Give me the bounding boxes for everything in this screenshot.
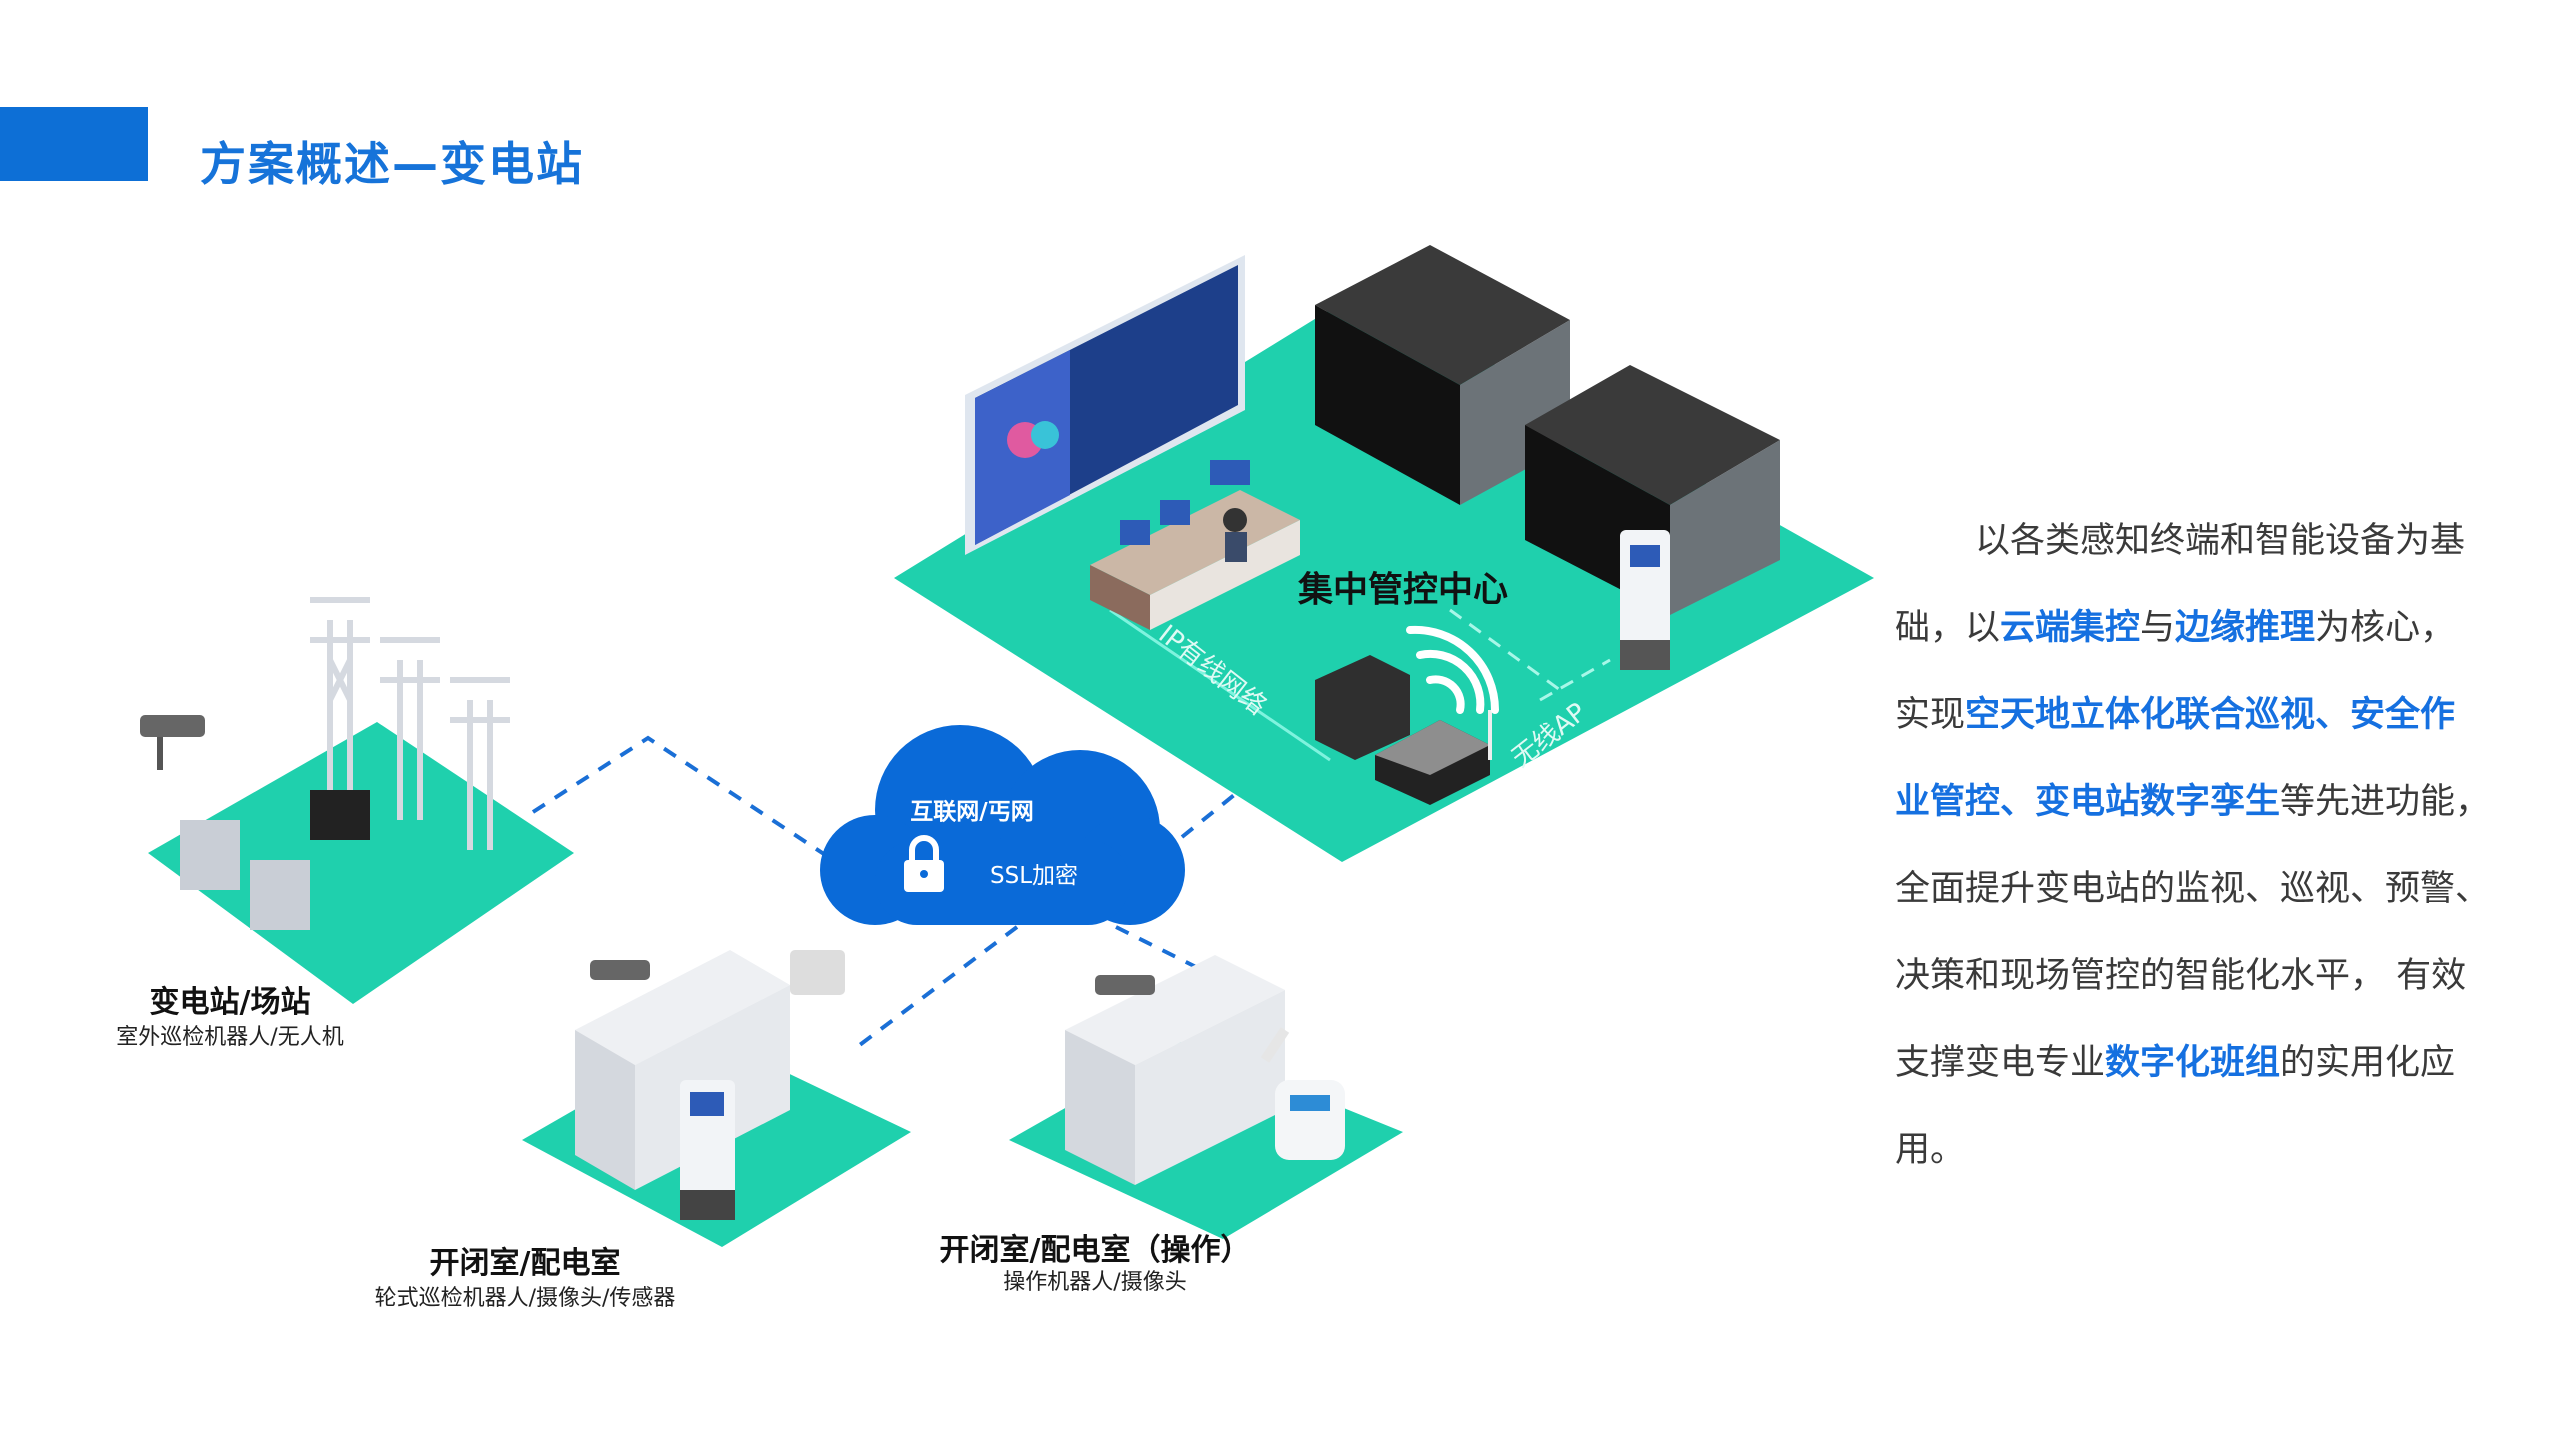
text-segment: 决策和现场管控的智能化水平， 有效: [1895, 956, 2467, 996]
highlight-text: 云端集控: [2000, 608, 2141, 648]
text-segment: 等先进功能，: [2280, 782, 2491, 822]
switch-room-op-sublabel: 操作机器人/摄像头: [1003, 1270, 1187, 1295]
text-segment: 的实用化应: [2280, 1043, 2456, 1083]
switch-room-sublabel: 轮式巡检机器人/摄像头/传感器: [374, 1286, 676, 1311]
lock-icon: [904, 835, 944, 892]
ssl-label: SSL加密: [989, 863, 1079, 889]
description-line: 决策和现场管控的智能化水平， 有效: [1895, 945, 2535, 1032]
highlight-text: 空天地立体化联合巡视、安全作: [1965, 695, 2456, 735]
description-line: 以各类感知终端和智能设备为基: [1895, 510, 2535, 597]
text-segment: 实现: [1895, 695, 1966, 735]
substation-sublabel: 室外巡检机器人/无人机: [116, 1025, 344, 1050]
text-segment: 用。: [1895, 1130, 1966, 1170]
operation-robot-icon: [1260, 1027, 1345, 1160]
link-substation-cloud: [531, 735, 832, 860]
switch-room-op-label: 开闭室/配电室（操作）: [939, 1233, 1251, 1268]
camera-icon: [140, 715, 205, 770]
description-paragraph: 以各类感知终端和智能设备为基 础，以云端集控与边缘推理为核心， 实现空天地立体化…: [1895, 510, 2535, 1206]
cloud-label: 互联网/丐网: [910, 799, 1034, 825]
switchgear-cabinet-icon: [1065, 955, 1285, 1185]
text-segment: 为核心，: [2315, 608, 2456, 648]
inspection-robot-icon: [1620, 530, 1670, 670]
text-segment: 全面提升变电站的监视、巡视、预警、: [1895, 869, 2491, 909]
transformer-icon: [180, 790, 370, 930]
text-segment: 与: [2140, 608, 2176, 648]
highlight-text: 业管控、变电站数字孪生: [1895, 782, 2281, 822]
text-segment: 支撑变电专业: [1895, 1043, 2106, 1083]
operator-desk-icon: [1090, 460, 1300, 630]
camera-icon: [590, 950, 845, 995]
camera-icon: [1095, 975, 1155, 995]
description-line: 础，以云端集控与边缘推理为核心，: [1895, 597, 2535, 684]
link-cloud-room1: [851, 925, 1019, 1052]
description-line: 支撑变电专业数字化班组的实用化应: [1895, 1032, 2535, 1119]
highlight-text: 边缘推理: [2175, 608, 2316, 648]
description-line: 实现空天地立体化联合巡视、安全作: [1895, 684, 2535, 771]
description-line: 业管控、变电站数字孪生等先进功能，: [1895, 771, 2535, 858]
text-segment: 以各类感知终端和智能设备为基: [1975, 521, 2466, 561]
description-line: 全面提升变电站的监视、巡视、预警、: [1895, 858, 2535, 945]
transmission-tower-icon: [310, 597, 510, 850]
link-cloud-room2: [1115, 925, 1199, 970]
wifi-icon: [1406, 625, 1500, 714]
title-accent-bar: [0, 107, 148, 181]
wheeled-robot-icon: [680, 1080, 735, 1220]
text-segment: 础，以: [1895, 608, 2001, 648]
description-line: 用。: [1895, 1119, 2535, 1206]
highlight-text: 数字化班组: [2105, 1043, 2281, 1083]
switch-room-label: 开闭室/配电室: [429, 1246, 621, 1281]
substation-label: 变电站/场站: [149, 985, 311, 1020]
page-title: 方案概述—变电站: [200, 137, 584, 191]
monitoring-screen-icon: [965, 255, 1245, 555]
control-center-label: 集中管控中心: [1297, 570, 1509, 611]
wired-network-line: [1109, 608, 1331, 762]
network-switch-icon: [1315, 655, 1492, 805]
